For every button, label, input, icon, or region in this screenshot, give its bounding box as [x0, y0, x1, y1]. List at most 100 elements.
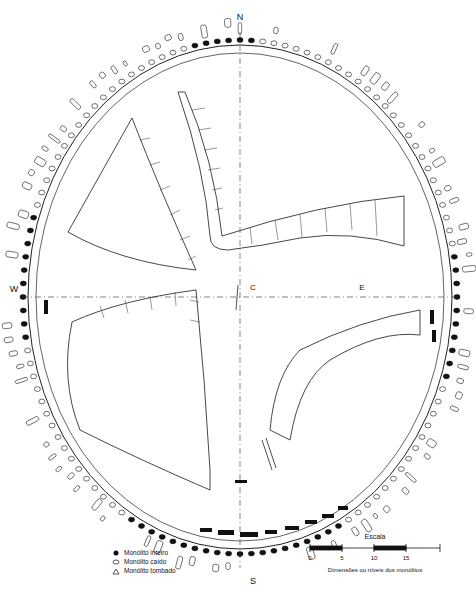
monolith [282, 546, 288, 551]
monolith [100, 494, 106, 499]
outer-stone [273, 27, 278, 34]
outer-stone [351, 526, 360, 536]
monolith [435, 399, 441, 404]
outer-stone [164, 34, 172, 41]
monolith [31, 215, 37, 220]
legend-text: Monólito tombado [124, 567, 176, 574]
monolith [44, 178, 50, 183]
outer-stone [89, 80, 97, 89]
monolith [425, 423, 431, 428]
monolith [55, 155, 61, 160]
monolith [454, 281, 460, 286]
center-mark: C [250, 284, 256, 293]
monolith [271, 548, 277, 553]
monolith [49, 423, 55, 428]
compass-letter: W [10, 285, 19, 295]
monolith [39, 399, 45, 404]
monolith [443, 215, 449, 220]
monolith [100, 95, 106, 100]
monolith [443, 374, 449, 379]
monolith [20, 308, 26, 313]
outer-stone [9, 350, 18, 356]
outer-stone [432, 156, 446, 168]
outer-stone [55, 466, 62, 473]
outer-stone [18, 209, 30, 219]
monolith [55, 435, 61, 440]
monolith [454, 308, 460, 313]
legend-symbols [113, 551, 119, 575]
outer-stone [21, 181, 32, 190]
scale-note: Dimensões ou níveis dos monólitos [328, 567, 422, 574]
monolith [129, 517, 135, 522]
monolith [170, 50, 176, 55]
monolith [119, 510, 125, 515]
monolith [119, 79, 125, 84]
legend-text: Monólito caído [124, 558, 166, 565]
outer-stone [459, 223, 470, 231]
monolith [355, 79, 361, 84]
monolith [365, 503, 371, 508]
monolith [374, 494, 380, 499]
outer-stone [122, 60, 127, 66]
outer-stone [361, 518, 373, 532]
monolith [203, 548, 209, 553]
monolith [226, 38, 232, 43]
monolith [110, 503, 116, 508]
outer-stone [381, 81, 391, 91]
outer-stone [457, 238, 467, 245]
outer-stone [73, 485, 81, 493]
monolith [390, 476, 396, 481]
outer-stone [41, 145, 49, 152]
monolith [27, 228, 33, 233]
monolith [419, 435, 425, 440]
monolith [451, 335, 457, 340]
monolith [139, 524, 145, 529]
outer-stone [2, 322, 12, 329]
outer-stone [4, 337, 13, 343]
outer-stone [360, 65, 370, 76]
scale-bar [310, 544, 440, 552]
outer-stone [372, 513, 378, 519]
scale-number: 15 [403, 555, 410, 562]
outer-stone [429, 147, 436, 153]
monolith [92, 486, 98, 491]
monolith [34, 387, 40, 392]
outer-stone [224, 18, 231, 27]
monolith [365, 87, 371, 92]
outer-stone [330, 43, 338, 55]
monolith [453, 268, 459, 273]
monolith [92, 104, 98, 109]
outer-stone [456, 378, 464, 385]
monolith [68, 133, 74, 138]
monolith [304, 50, 310, 55]
outer-stone [69, 98, 81, 110]
monolith [293, 46, 299, 51]
monolith [413, 446, 419, 451]
monolith [149, 60, 155, 65]
monolith [61, 144, 67, 149]
monolith [110, 87, 116, 92]
monolith [192, 546, 198, 551]
outer-stone [450, 405, 460, 412]
outer-stone [426, 438, 437, 449]
monolith [449, 348, 455, 353]
outer-stone [28, 169, 36, 177]
monolith [181, 46, 187, 51]
monolith [451, 254, 457, 259]
monolith [435, 190, 441, 195]
monolith-ring [2, 18, 476, 572]
outer-stone [387, 91, 399, 104]
monolith [84, 476, 90, 481]
outer-stone [423, 453, 431, 460]
outer-stone [401, 487, 409, 495]
legend-text: Monólito inteiro [124, 549, 168, 556]
monolith [419, 155, 425, 160]
outer-stone [462, 265, 476, 272]
monolith [282, 43, 288, 48]
monolith [159, 535, 165, 540]
outer-stone [15, 377, 28, 384]
outer-stone [155, 43, 161, 50]
outer-stone [178, 33, 184, 41]
outer-stone [175, 556, 183, 570]
outer-stone [48, 453, 57, 461]
